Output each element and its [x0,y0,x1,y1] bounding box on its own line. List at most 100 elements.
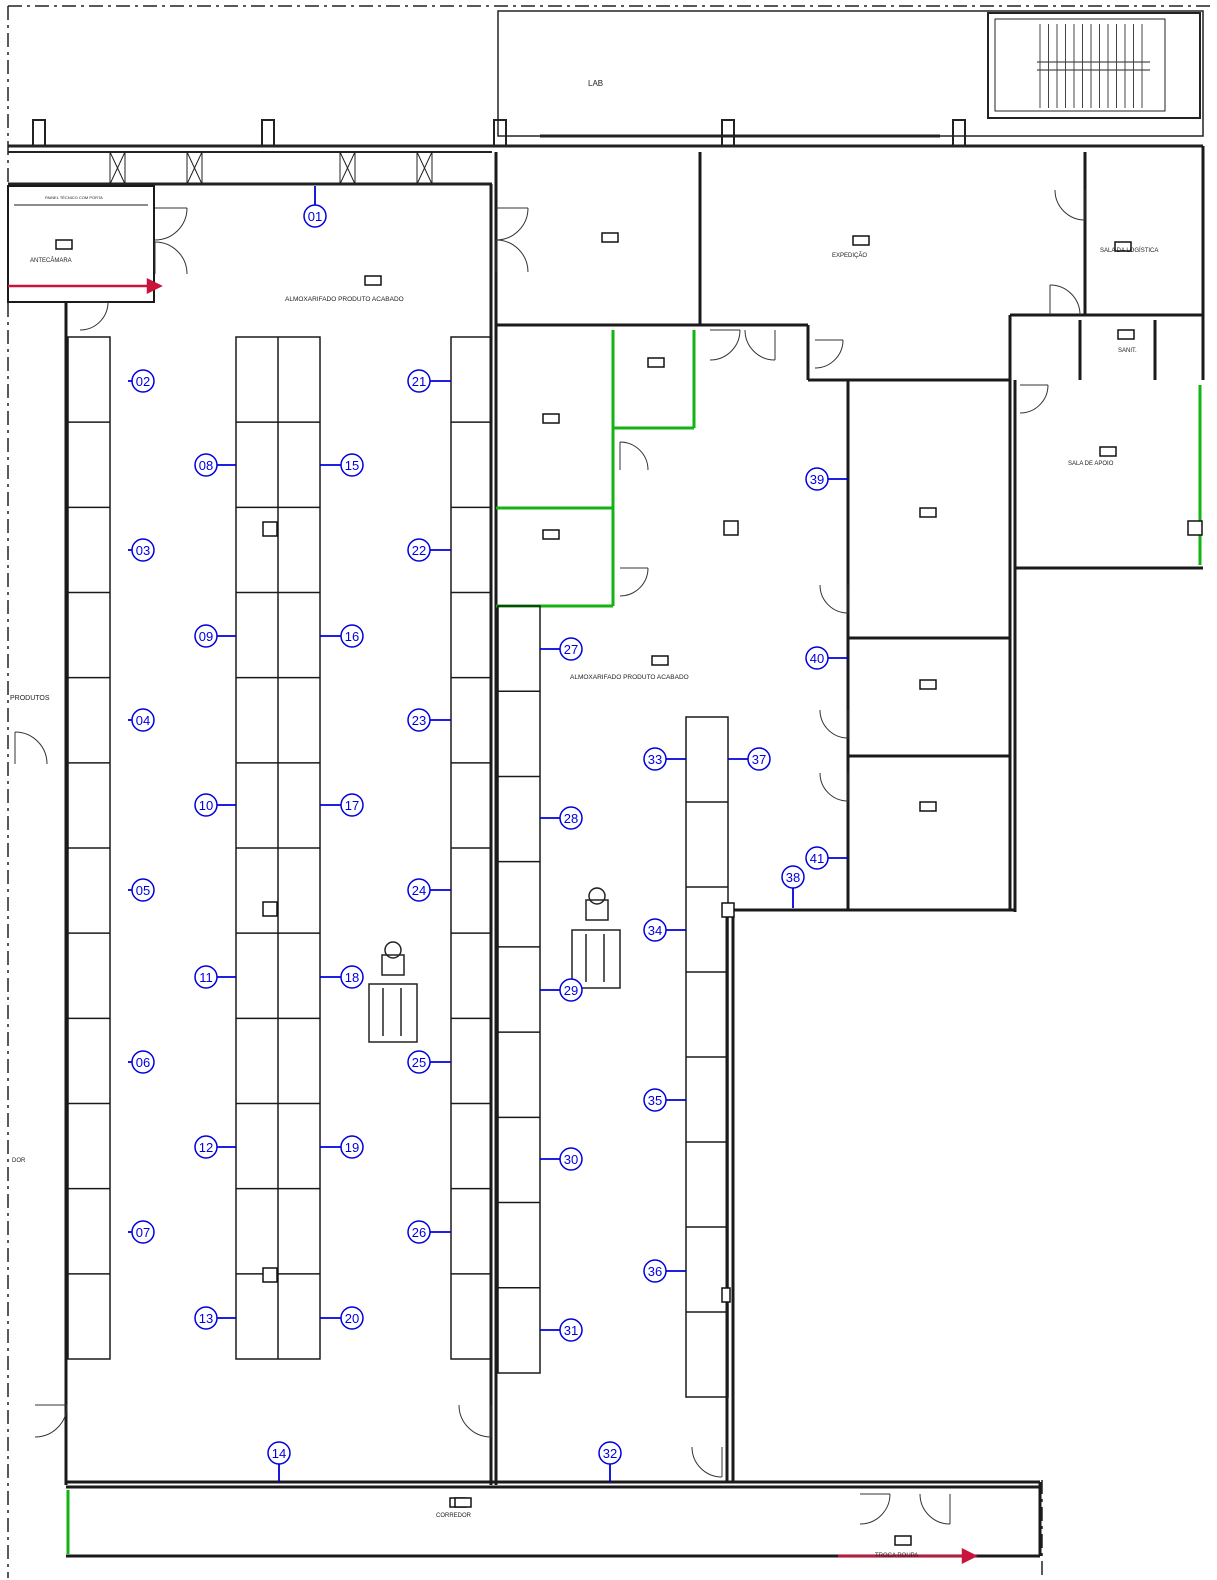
marker-label: 31 [564,1323,578,1338]
door-swing [919,1493,951,1525]
marker-circle [131,538,155,562]
green-partitions [66,330,1202,1554]
marker-circle [559,1147,583,1171]
marker-label: 06 [136,1055,150,1070]
left-dor-label: DOR [12,1158,26,1164]
marker-circle [407,708,431,732]
marker-41: 41 [805,846,848,870]
room-tag [542,413,560,424]
door-swing [691,1446,723,1478]
marker-label: 30 [564,1152,578,1167]
marker-circle [559,637,583,661]
marker-circle [194,1306,218,1330]
left-produtos-label: PRODUTOS [10,695,50,702]
marker-37: 37 [728,747,771,771]
marker-circle [598,1441,622,1465]
marker-circle [407,878,431,902]
marker-circle [643,747,667,771]
marker-circle [559,806,583,830]
marker-05: 05 [128,878,155,902]
marker-circle [340,624,364,648]
rack-3 [450,336,492,1360]
room-tag [55,239,73,250]
door-swing [1019,384,1049,414]
marker-39: 39 [805,467,848,491]
marker-label: 27 [564,642,578,657]
structural-columns [262,520,1203,1303]
sanit-label: SANIT. [1118,348,1137,354]
top-annex [497,10,1204,137]
room-tag [1117,329,1135,340]
marker-label: 34 [648,923,662,938]
marker-label: 10 [199,798,213,813]
room-tag [919,801,937,812]
marker-circle [340,965,364,989]
marker-circle [194,1135,218,1159]
room-tag [852,235,870,246]
marker-label: 01 [308,209,322,224]
shelving-racks [67,336,729,1398]
marker-circle [643,1088,667,1112]
door-swing [619,441,649,471]
door-swing [744,329,776,361]
marker-label: 05 [136,883,150,898]
room-tag [1099,446,1117,457]
marker-label: 21 [412,374,426,389]
top-label: LAB [588,79,603,88]
almox-second-label: ALMOXARIFADO PRODUTO ACABADO [570,674,689,681]
marker-label: 33 [648,752,662,767]
marker-label: 11 [199,970,213,985]
marker-13: 13 [194,1306,236,1330]
door-swing [495,207,529,241]
marker-33: 33 [643,747,686,771]
marker-30: 30 [540,1147,583,1171]
sala-apoio-label: SALA DE APOIO [1068,461,1114,467]
door-swing [859,1493,891,1525]
marker-26: 26 [407,1220,451,1244]
door-swing [819,584,849,614]
marker-label: 20 [345,1311,359,1326]
marker-06: 06 [128,1050,155,1074]
marker-circle [747,747,771,771]
marker-circle [194,453,218,477]
marker-12: 12 [194,1135,236,1159]
troca-roupa-label: TROCA ROUPA [875,1553,918,1559]
marker-circle [407,538,431,562]
marker-circle [267,1441,291,1465]
camara-header: PAINEL TÉCNICO COM PORTA [45,195,103,200]
marker-circle [407,1220,431,1244]
marker-label: 13 [199,1311,213,1326]
marker-40: 40 [805,646,848,670]
forklift-icon [571,887,621,989]
marker-label: 26 [412,1225,426,1240]
marker-14: 14 [267,1441,291,1482]
sala-logistica-label: SALA DA LOGÍSTICA [1100,247,1158,254]
marker-label: 36 [648,1264,662,1279]
marker-label: 22 [412,543,426,558]
marker-label: 41 [810,851,824,866]
marker-04: 04 [128,708,155,732]
marker-circle [340,793,364,817]
marker-24: 24 [407,878,451,902]
room-labels: LAB PAINEL TÉCNICO COM PORTA ANTECÂMARA … [10,79,1158,1559]
marker-38: 38 [781,865,805,908]
room-tag [647,357,665,368]
marker-label: 40 [810,651,824,666]
antecamara-label: ANTECÂMARA [30,257,72,264]
door-swing [819,772,849,802]
marker-label: 28 [564,811,578,826]
door-swing [619,567,649,597]
rack-5 [685,716,729,1398]
marker-circle [194,793,218,817]
marker-36: 36 [643,1259,686,1283]
marker-label: 08 [199,458,213,473]
door-swing [495,239,529,273]
marker-circle [805,646,829,670]
upper-corridor [8,119,1203,186]
room-tag [894,1535,912,1546]
marker-circle [407,369,431,393]
forklift-icon [368,941,418,1043]
marker-label: 35 [648,1093,662,1108]
room-tag [919,507,937,518]
marker-label: 16 [345,629,359,644]
